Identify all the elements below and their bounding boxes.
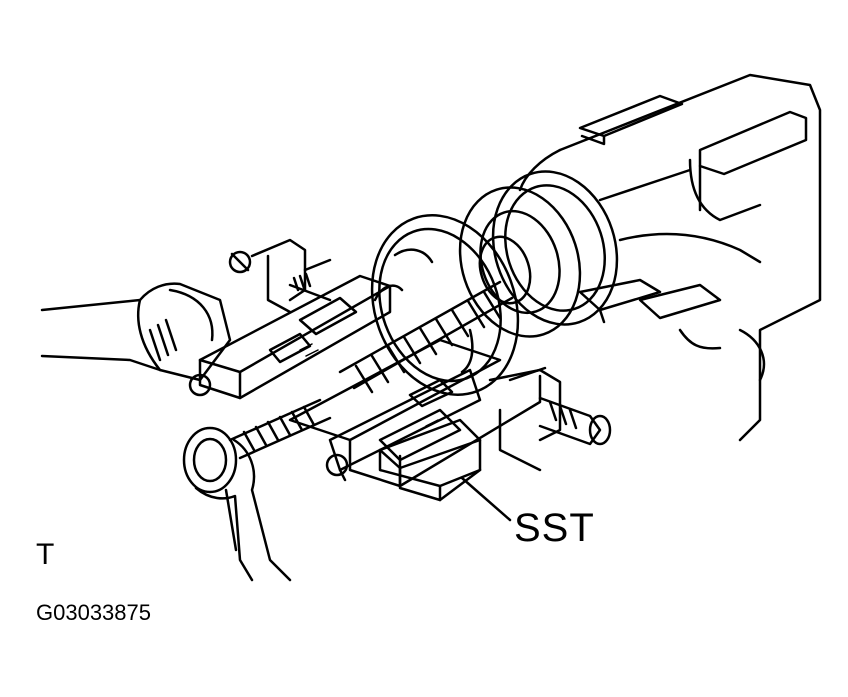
- upper-yoke: [200, 276, 390, 398]
- shading-details: [300, 344, 438, 426]
- adjustable-wrench: [42, 284, 230, 395]
- sst-leader-line: [462, 478, 510, 520]
- box-wrench: [184, 428, 290, 580]
- lower-clamp-bolt: [490, 368, 610, 470]
- lower-threaded-rod: [230, 400, 330, 458]
- sst-callout-label: SST: [514, 506, 595, 550]
- transmission-housing: [520, 75, 820, 440]
- figure-code: G03033875: [36, 600, 151, 625]
- bearing-assembly: [441, 155, 660, 352]
- sst-tool-block: [380, 420, 480, 500]
- upper-clamp-bolt: [230, 240, 330, 312]
- lower-yoke: [290, 340, 540, 486]
- view-marker: T: [36, 538, 55, 571]
